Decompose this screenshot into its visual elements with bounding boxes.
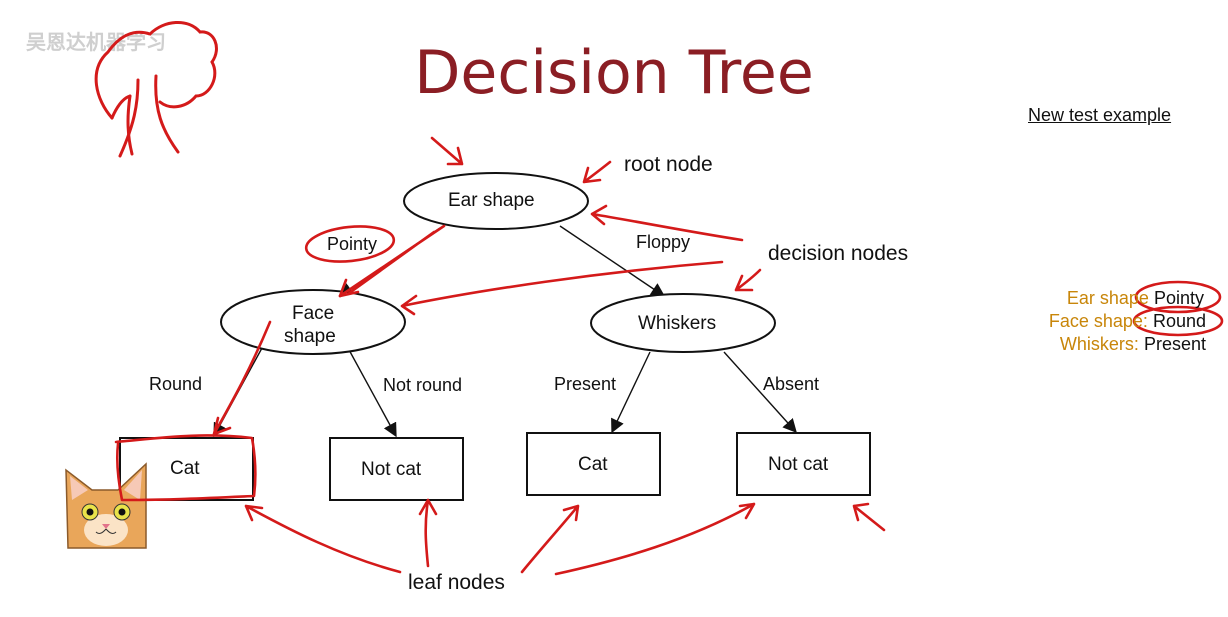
- leaf-node-2: [329, 437, 464, 501]
- edge-label-round: Round: [149, 374, 203, 394]
- leaf-nodes-annotation: leaf nodes: [408, 571, 505, 594]
- feature-sep: :: [1133, 334, 1139, 354]
- test-feature-ear-shape: Ear shape Pointy: [1067, 288, 1204, 309]
- leaf-label-4: Not cat: [768, 454, 829, 475]
- edge-label-present: Present: [554, 374, 617, 394]
- face-shape-label-line2: shape: [284, 326, 336, 347]
- feature-sep: :: [1142, 311, 1148, 331]
- edge-whiskers-cat: [611, 351, 651, 434]
- root-node: [403, 172, 589, 230]
- feature-value: Present: [1143, 334, 1206, 354]
- feature-value: Round: [1152, 311, 1206, 331]
- edge-label-not-round: Not round: [383, 375, 463, 395]
- leaf-label-1: Cat: [170, 458, 200, 479]
- edge-label-floppy: Floppy: [636, 232, 691, 252]
- tree-doodle: [94, 21, 218, 158]
- edge-whiskers-notcat: [723, 351, 797, 434]
- decision-node-face-shape: [220, 289, 406, 355]
- feature-name: Whiskers: [1059, 334, 1134, 354]
- leaf-label-3: Cat: [578, 454, 608, 475]
- feature-name: Ear shape: [1066, 288, 1149, 308]
- edge-label-absent: Absent: [763, 374, 820, 394]
- page-title: Decision Tree: [414, 38, 814, 108]
- test-feature-face-shape: Face shape: Round: [1049, 311, 1206, 332]
- edge-face-notcat: [347, 347, 397, 438]
- leaf-node-4: [736, 432, 871, 496]
- leaf-node-3: [526, 432, 661, 496]
- watermark: 吴恩达机器学习: [26, 30, 166, 54]
- decision-node-whiskers: [590, 293, 776, 353]
- red-annotations: [114, 136, 1224, 576]
- root-node-annotation: root node: [624, 153, 713, 176]
- root-node-label: Ear shape: [448, 190, 535, 211]
- edge-root-whiskers: [559, 225, 666, 297]
- edge-label-pointy: Pointy: [327, 234, 378, 254]
- decision-nodes-annotation: decision nodes: [768, 242, 909, 265]
- test-feature-whiskers: Whiskers: Present: [1060, 334, 1206, 355]
- cat-icon: [65, 462, 147, 549]
- feature-name: Face shape: [1048, 311, 1143, 331]
- feature-value: Pointy: [1153, 288, 1204, 308]
- face-shape-label-line1: Face: [292, 303, 335, 324]
- whiskers-label: Whiskers: [638, 313, 717, 334]
- test-example-heading: New test example: [1028, 105, 1172, 125]
- leaf-label-2: Not cat: [361, 459, 422, 480]
